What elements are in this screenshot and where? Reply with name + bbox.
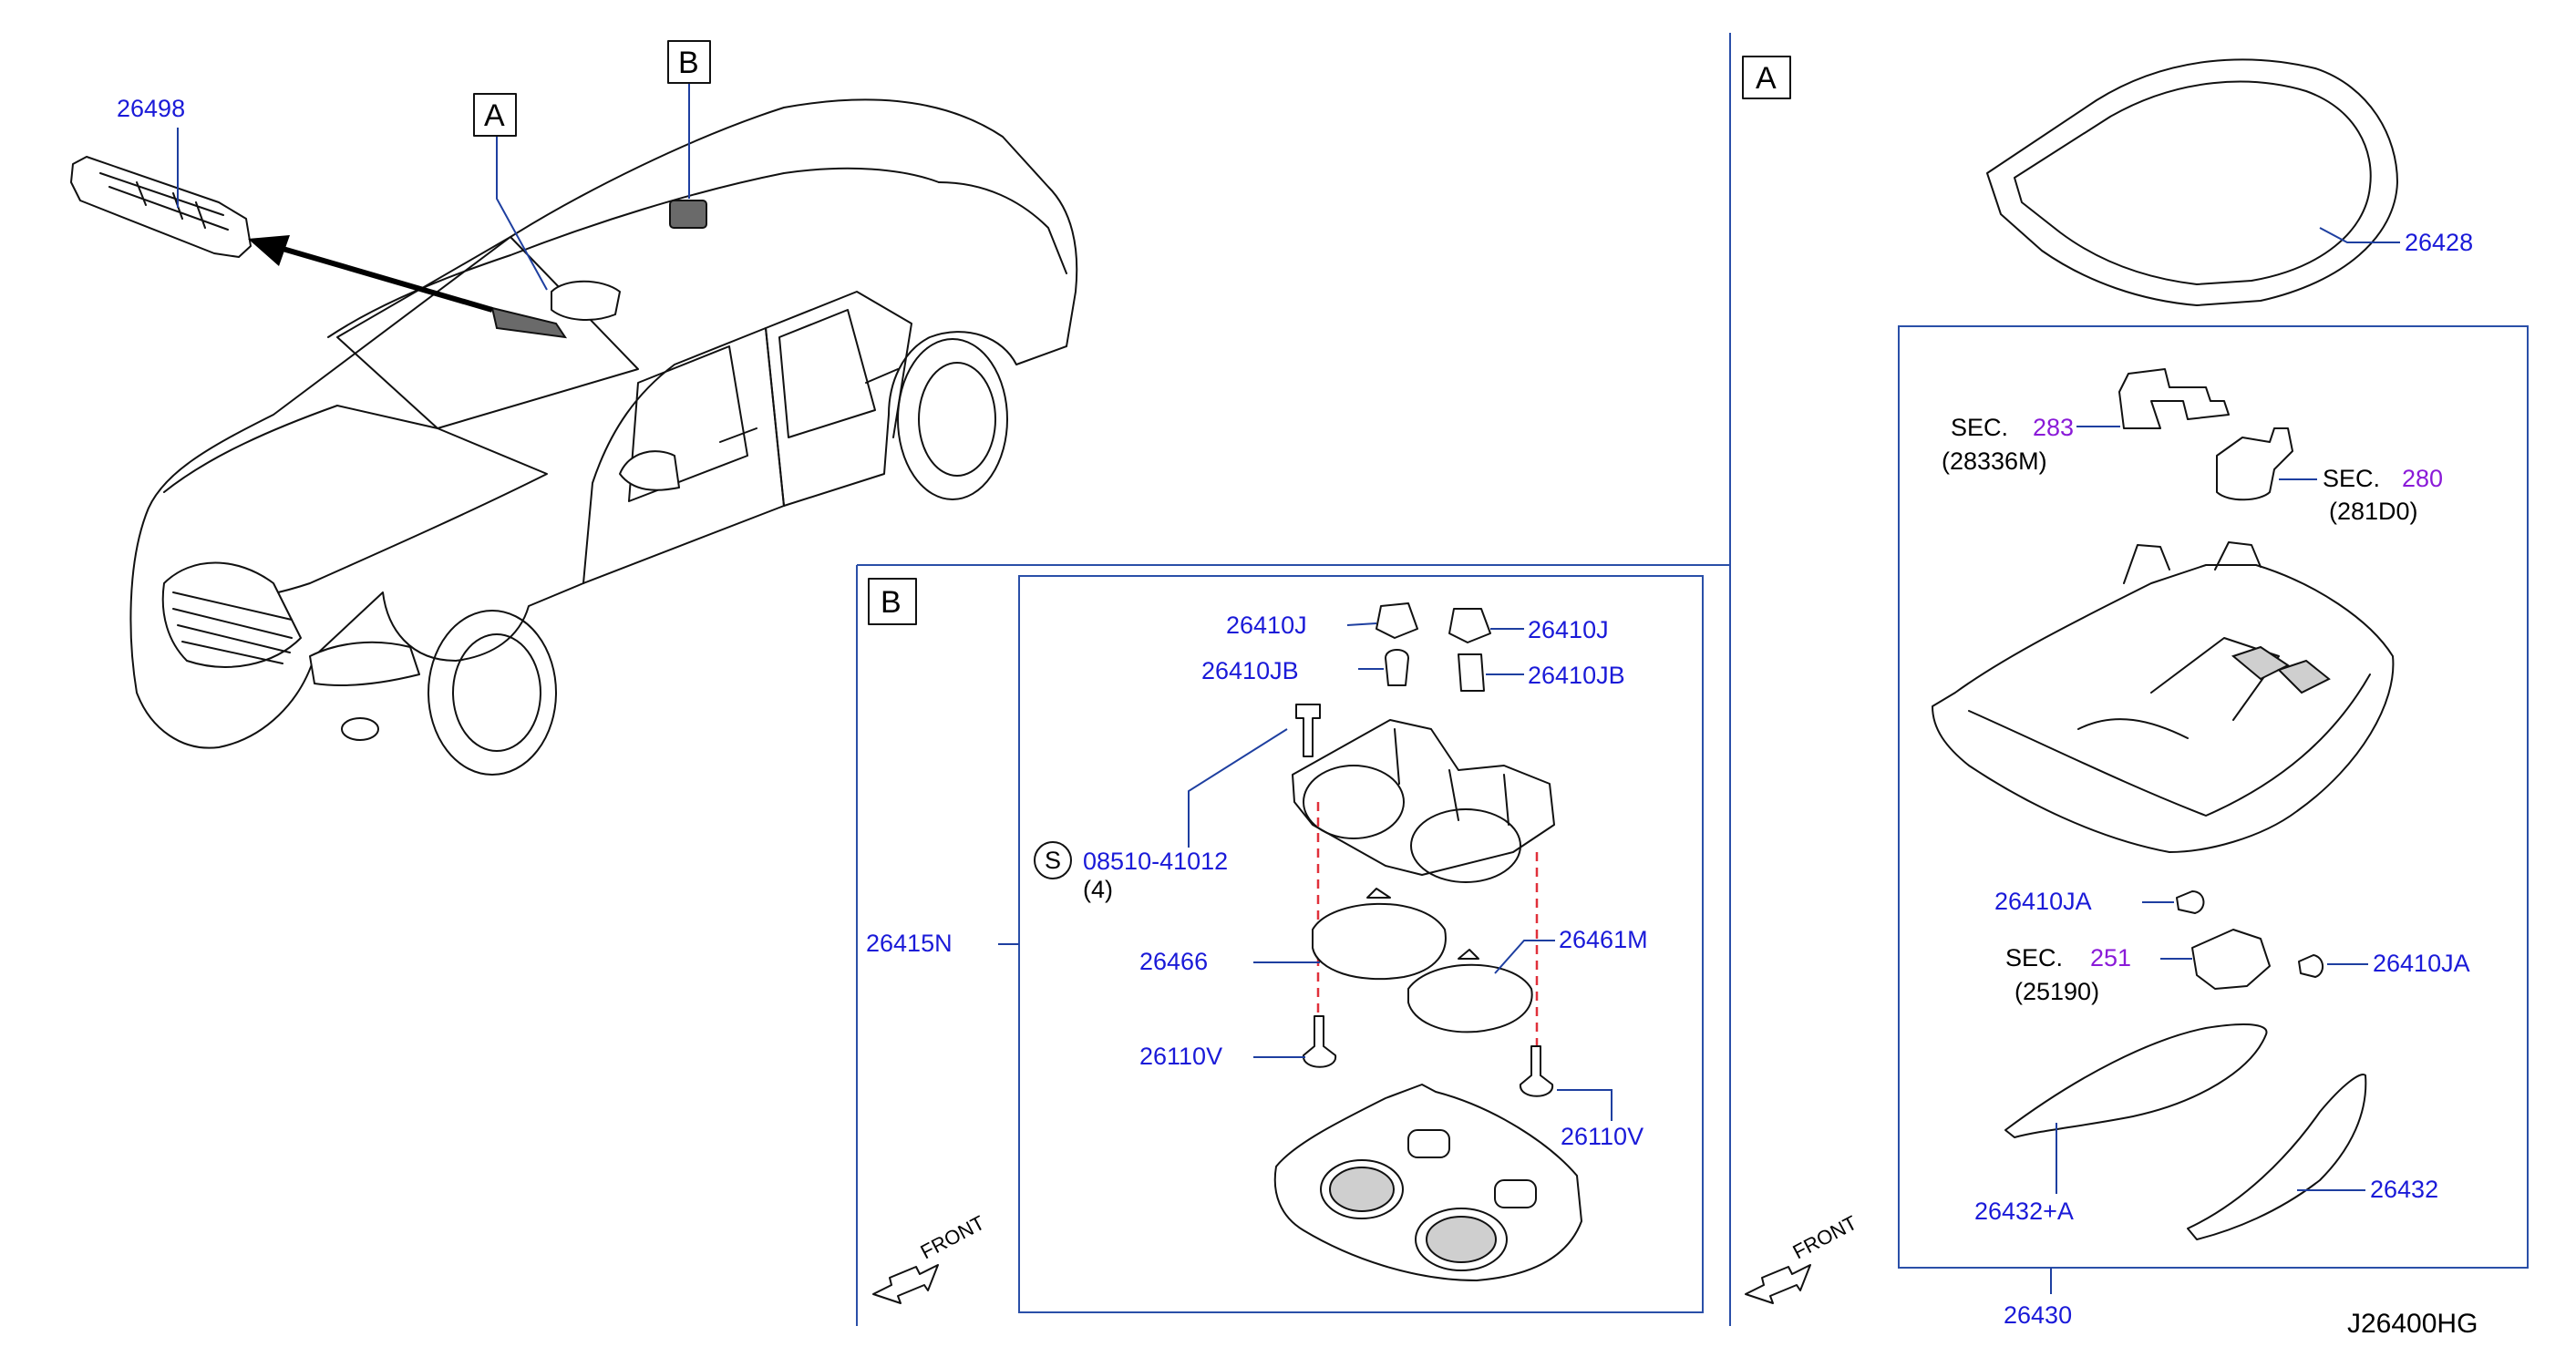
label-26432: 26432 [2370,1176,2438,1203]
label-26461M: 26461M [1559,926,1648,953]
bulb-26410JA-right [2298,954,2324,978]
section-a-tag-label: A [1756,61,1777,96]
section-dividers [856,33,1731,1326]
label-26410J-right: 26410J [1528,616,1609,643]
screw-symbol-s: S [1045,847,1061,874]
trim-26432 [2187,1074,2367,1240]
label-26410JB-left: 26410JB [1201,657,1299,684]
bulb-socket-right [1448,608,1491,643]
bulb-socket-left [1376,602,1418,639]
front-label-b: FRONT [917,1211,989,1264]
label-26415N: 26415N [866,930,953,957]
screw-26110V-left [1303,1015,1337,1068]
sec-251-prefix: SEC. [2005,944,2063,971]
sec-251-ref: (25190) [2014,978,2099,1005]
front-label-a: FRONT [1789,1211,1861,1264]
bezel-26428 [1986,58,2398,306]
overhead-console [1932,564,2395,853]
section-b-tag [868,578,917,625]
front-arrow-b: FRONT [872,1211,989,1304]
label-26466: 26466 [1139,948,1208,975]
section-a-frame [1898,325,2529,1269]
arrow-head-icon [248,235,290,266]
bulb-right [1458,653,1485,692]
label-26428: 26428 [2405,229,2473,256]
callout-a-label: A [484,98,505,133]
bulb-left [1385,649,1409,686]
trim-26432A [2004,1023,2268,1138]
label-screw-qty: (4) [1083,876,1113,903]
callout-a-box [473,93,517,137]
screw-26110V-right [1520,1045,1554,1097]
sec-280-number: 280 [2402,465,2443,492]
part-26498-illustration [70,156,252,258]
lens-26466 [1312,902,1447,981]
label-26410JA-top: 26410JA [1994,888,2092,915]
label-26410JA-right: 26410JA [2373,950,2470,977]
label-26110V-left: 26110V [1139,1043,1222,1070]
label-26498: 26498 [117,95,185,122]
bulb-26410JA-top [2176,890,2205,914]
lens-26461M [1407,963,1533,1033]
sec-283-prefix: SEC. [1951,414,2008,441]
sec-280-prefix: SEC. [2323,465,2380,492]
section-b: B 26415N 26410J 26410J 26410JB 26410JB S… [866,575,1704,1313]
sec-283-number: 283 [2033,414,2074,441]
sensor-280 [2216,427,2293,501]
diagram-code: J26400HG [2347,1309,2478,1339]
label-26410J-left: 26410J [1226,612,1307,639]
overview-callouts: 26498 A B [70,40,711,313]
sec-283-ref: (28336M) [1942,447,2047,475]
label-08510-41012: 08510-41012 [1083,848,1228,875]
sec-280-ref: (281D0) [2329,498,2418,525]
label-26430: 26430 [2004,1301,2072,1329]
front-arrow-a: FRONT [1745,1211,1861,1304]
switch-251 [2191,929,2271,990]
callout-b-box [667,40,711,84]
label-26432A: 26432+A [1974,1198,2074,1225]
section-a: A 26428 SEC. 283 (28336M) SEC. 280 (281D… [1742,56,2529,1329]
section-a-tag [1742,56,1791,99]
vehicle-overview [129,98,1078,776]
callout-b-label: B [678,46,699,80]
label-26410JB-right: 26410JB [1528,662,1625,689]
screw-symbol-circle [1034,841,1072,879]
lamp-bracket [1292,719,1555,876]
sec-251-number: 251 [2090,944,2131,971]
label-26110V-right: 26110V [1561,1123,1643,1150]
section-b-tag-label: B [881,585,902,620]
sensor-283 [2118,368,2230,429]
screw-top [1295,704,1321,757]
